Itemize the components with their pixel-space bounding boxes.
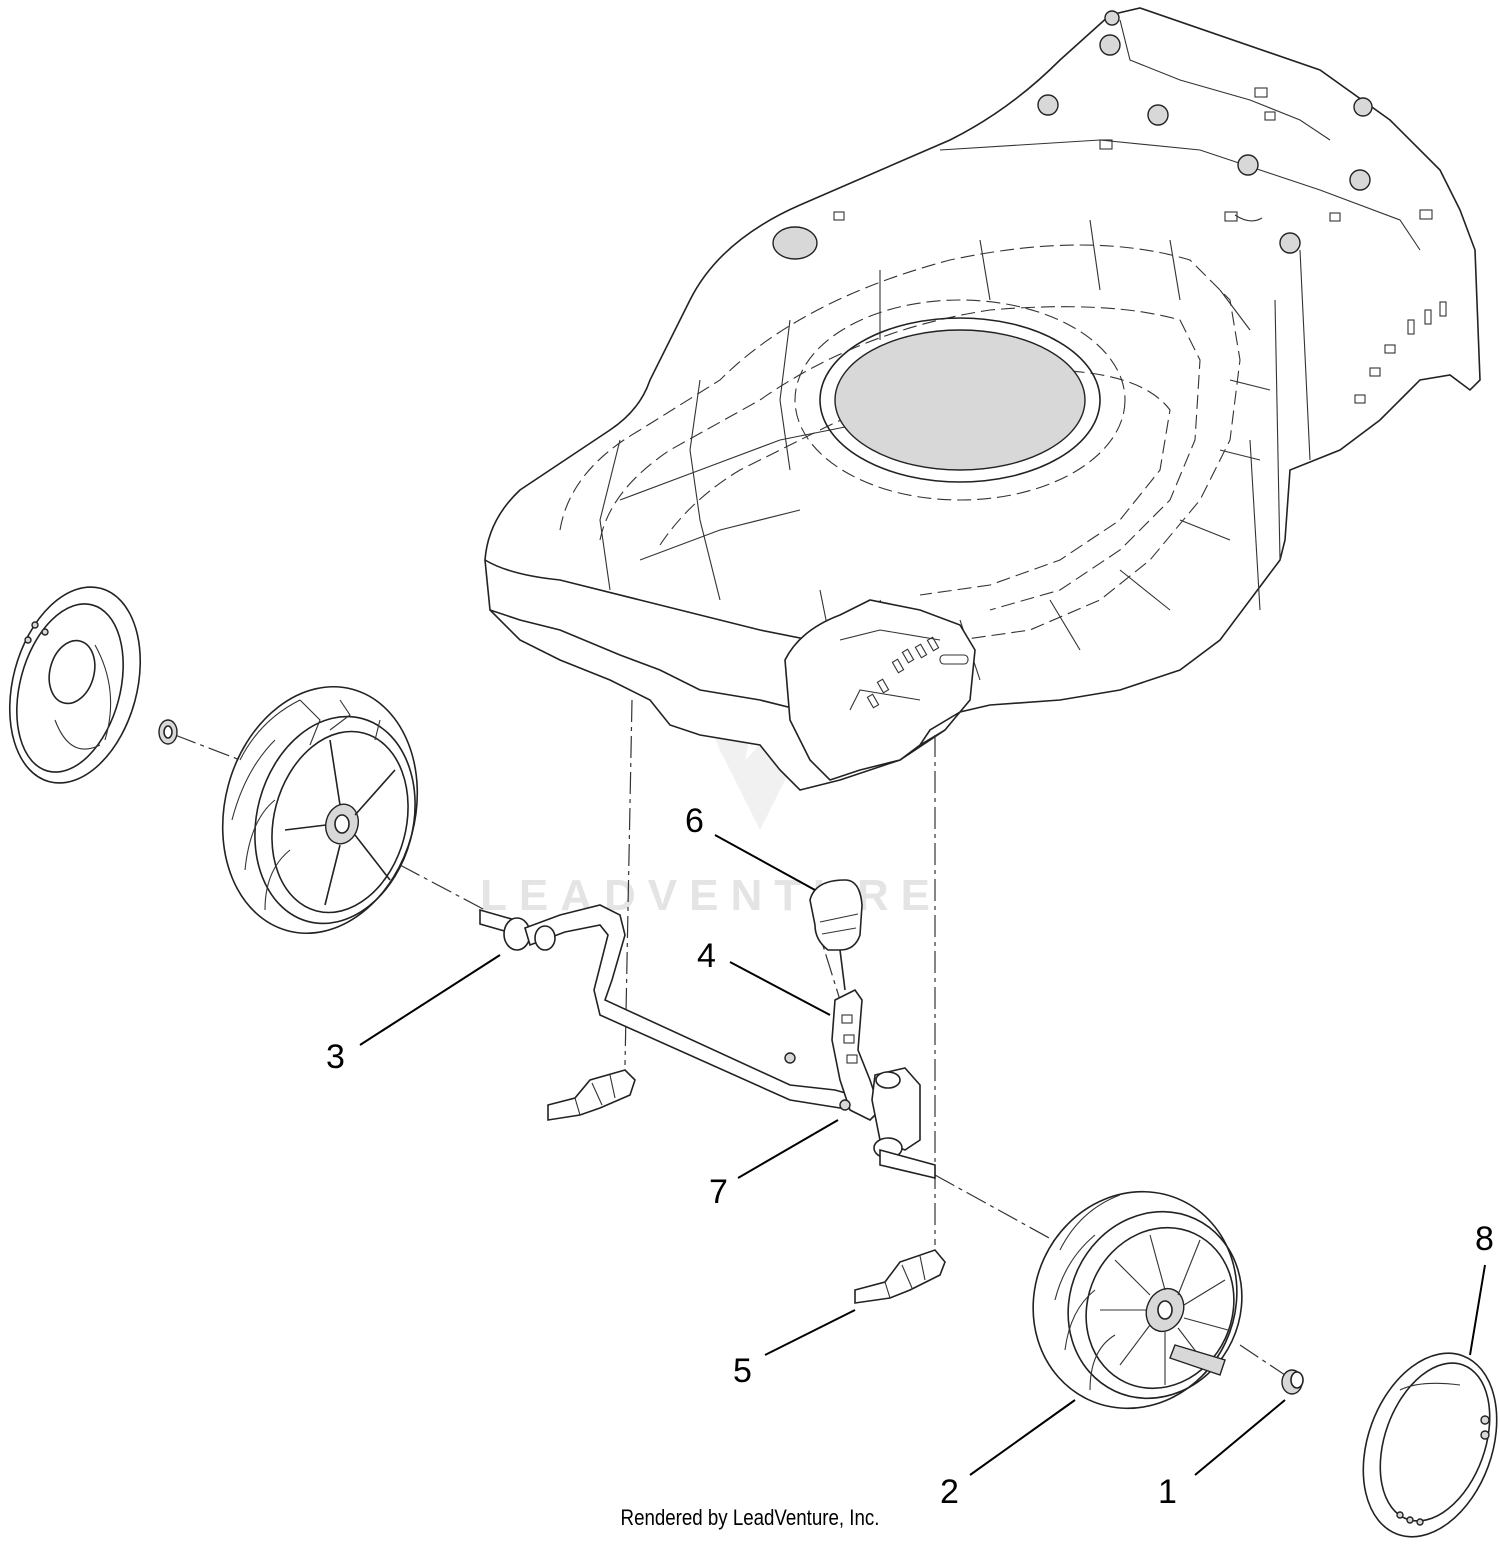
deck-center-opening bbox=[834, 329, 1086, 471]
leader-5 bbox=[764, 1309, 856, 1356]
callout-3: 3 bbox=[326, 1038, 345, 1076]
axle-rod bbox=[479, 904, 883, 1111]
deck-bolts bbox=[1037, 10, 1373, 254]
deck-vent-slots bbox=[866, 636, 969, 709]
leader-lines bbox=[359, 834, 1486, 1476]
hub-nut-left bbox=[158, 719, 178, 745]
callout-1: 1 bbox=[1158, 1473, 1177, 1511]
mower-deck bbox=[484, 7, 1481, 791]
leader-8 bbox=[1469, 1264, 1486, 1356]
callout-5: 5 bbox=[733, 1352, 752, 1390]
hub-cap bbox=[1281, 1369, 1304, 1395]
callout-7: 7 bbox=[709, 1173, 728, 1211]
leader-6 bbox=[714, 834, 816, 891]
deck-slots bbox=[833, 87, 1447, 404]
lever-knob bbox=[809, 879, 863, 991]
leader-3 bbox=[359, 954, 501, 1046]
callout-2: 2 bbox=[940, 1473, 959, 1511]
wheel-cover-left bbox=[8, 586, 142, 784]
callout-6: 6 bbox=[685, 802, 704, 840]
leader-2 bbox=[969, 1399, 1076, 1476]
callout-8: 8 bbox=[1475, 1220, 1494, 1258]
wheel-left bbox=[221, 685, 419, 935]
height-clip-lower bbox=[854, 1249, 946, 1304]
wheel-right bbox=[1032, 1190, 1243, 1410]
leader-7 bbox=[737, 1119, 839, 1179]
height-clip-upper bbox=[547, 1069, 636, 1121]
pivot-bracket bbox=[839, 1067, 936, 1180]
watermark-text: LEADVENTURE bbox=[480, 871, 942, 920]
callout-4: 4 bbox=[697, 937, 716, 975]
leader-1 bbox=[1194, 1399, 1286, 1476]
render-credit: Rendered by LeadVenture, Inc. bbox=[620, 1505, 880, 1530]
wheel-cover-right bbox=[1362, 1352, 1498, 1538]
leader-4 bbox=[729, 961, 831, 1016]
